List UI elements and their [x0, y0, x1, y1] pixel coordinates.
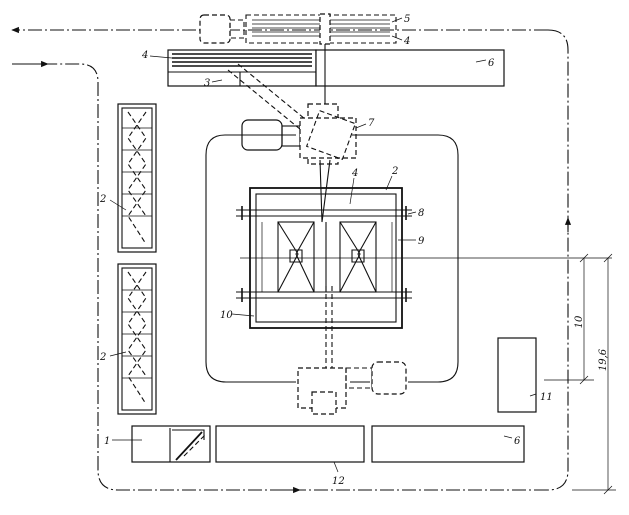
label-5: 5 — [404, 14, 410, 25]
label-8: 8 — [418, 208, 424, 219]
left-rack-upper — [117, 103, 157, 253]
label-2-left-upper: 2 — [99, 194, 106, 205]
storage-area-11 — [497, 337, 537, 413]
label-11: 11 — [540, 392, 553, 403]
site-road — [11, 26, 572, 494]
work-zone-boundary — [205, 134, 459, 383]
label-4-top-right: 4 — [403, 36, 410, 47]
label-1: 1 — [104, 436, 110, 447]
bottom-storage — [131, 425, 525, 463]
storage-area-3 — [167, 49, 317, 135]
label-10: 10 — [220, 310, 233, 321]
label-2-left-lower: 2 — [99, 352, 106, 363]
label-7: 7 — [368, 118, 375, 129]
label-6-bottom: 6 — [514, 436, 521, 447]
crane-7 — [241, 44, 357, 223]
crane-bottom — [297, 361, 407, 415]
label-3: 3 — [204, 78, 210, 89]
label-4-top-left: 4 — [141, 50, 148, 61]
label-2-building: 2 — [391, 166, 398, 177]
dimension-outer: 19,6 — [598, 348, 609, 371]
label-6-top: 6 — [488, 58, 495, 69]
top-crane-storage — [199, 13, 397, 45]
dimension-inner: 10 — [574, 315, 585, 328]
label-12: 12 — [332, 476, 345, 487]
leader-lines — [109, 17, 537, 473]
left-rack-lower — [117, 263, 157, 415]
dimension-lines — [544, 253, 616, 495]
label-9: 9 — [418, 236, 425, 247]
label-4-building: 4 — [351, 168, 358, 179]
building — [236, 187, 612, 368]
storage-area-6-top — [315, 49, 505, 87]
